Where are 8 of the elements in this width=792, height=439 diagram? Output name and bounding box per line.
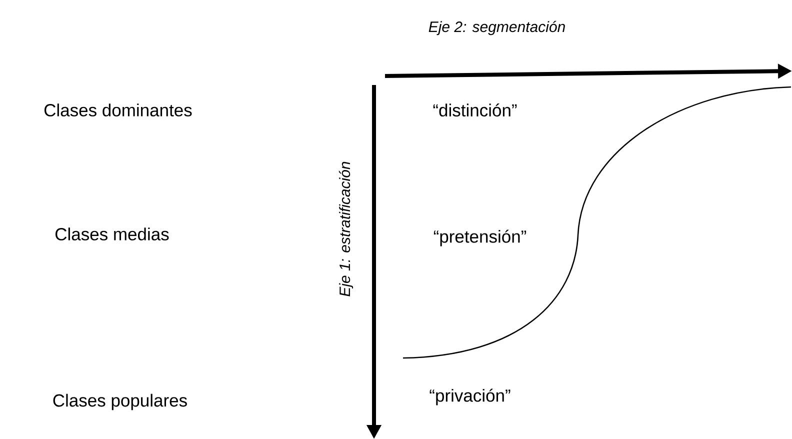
axis-label: Eje 2: segmentación xyxy=(428,20,565,36)
class-label: Clases populares xyxy=(53,394,187,410)
class-label: Clases medias xyxy=(56,228,169,240)
class-label: Clases dominantes xyxy=(44,104,192,116)
term-label: “privación” xyxy=(430,388,510,406)
axis-label: Eje 1: estratificación xyxy=(338,162,354,296)
term-label: “distinción” xyxy=(433,103,517,117)
term-label: “pretensión” xyxy=(434,230,526,246)
